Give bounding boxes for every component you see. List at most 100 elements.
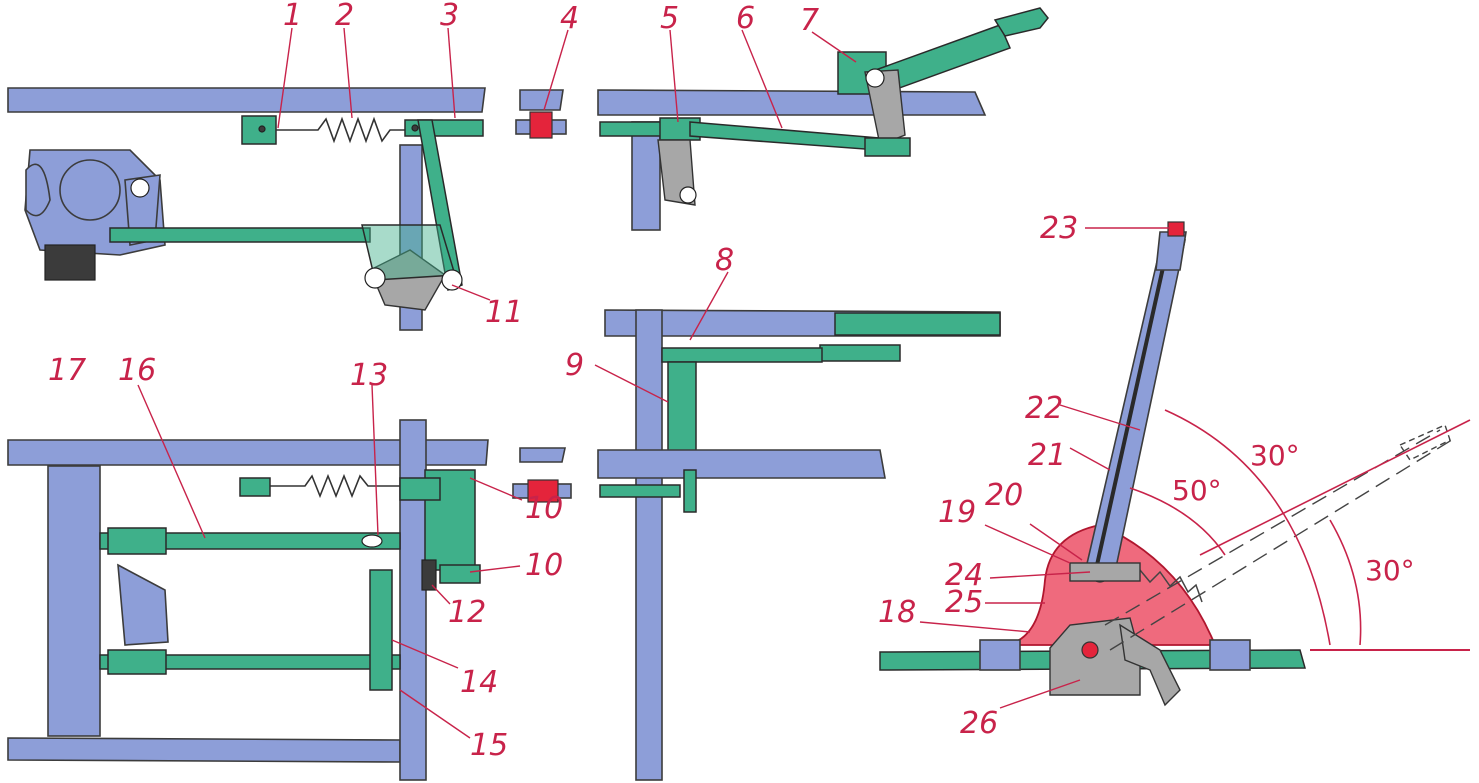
label-3: 3 <box>440 0 459 33</box>
label-11: 11 <box>485 295 523 330</box>
post-17 <box>47 465 101 737</box>
label-9: 9 <box>565 348 584 383</box>
housing-dome <box>25 163 51 217</box>
link-6 <box>689 121 881 151</box>
bottom-middle-view <box>597 309 1001 781</box>
rod-16-eye <box>361 534 383 548</box>
bracket-right <box>1209 639 1251 671</box>
label-20: 20 <box>985 478 1023 513</box>
leader-lines <box>137 27 1170 739</box>
label-24: 24 <box>945 558 983 593</box>
bracket-10-low <box>439 564 481 584</box>
red-block-4 <box>529 111 553 139</box>
bracket-10-tab <box>399 477 441 501</box>
frame-beam-top-right <box>597 89 987 116</box>
vertical-post-mid <box>635 309 663 781</box>
label-19: 19 <box>938 495 976 530</box>
angle-reference-line <box>1199 419 1471 556</box>
lever-arm-25 <box>1119 623 1181 707</box>
rod-9-horizontal <box>661 347 823 363</box>
lever-5-roller <box>679 186 697 204</box>
link-low-mid <box>599 484 681 498</box>
spring-10-end <box>239 477 271 497</box>
label-12: 12 <box>448 595 486 630</box>
frame-beam-top-left <box>7 87 486 113</box>
label-2: 2 <box>335 0 354 33</box>
housing-circle <box>59 159 121 221</box>
roller-bracket <box>369 249 446 311</box>
bracket-7 <box>864 137 911 157</box>
label-5: 5 <box>660 1 679 36</box>
label-23: 23 <box>1040 211 1078 246</box>
arc-30-upper <box>1164 409 1331 646</box>
frame-beam-bottom-top <box>7 439 489 466</box>
bracket-8 <box>834 312 1001 336</box>
label-6: 6 <box>736 1 755 36</box>
lever-14 <box>369 569 393 691</box>
latch-plate <box>1069 562 1141 582</box>
roller-right <box>441 269 463 291</box>
pivot-7 <box>865 68 885 88</box>
rod-16 <box>99 532 401 550</box>
label-10b: 10 <box>525 548 563 583</box>
rod-lower-end <box>107 649 167 675</box>
crank-hole <box>130 178 150 198</box>
bolt-1 <box>258 125 266 133</box>
roller-left <box>364 267 386 289</box>
element-4-top <box>515 89 567 139</box>
label-22: 22 <box>1025 391 1063 426</box>
angle-label-30-upper: 30° <box>1250 439 1300 472</box>
bracket-left <box>979 639 1021 671</box>
gear-lever-assembly <box>879 221 1471 707</box>
spring-10 <box>240 473 400 499</box>
arc-30-lower <box>1329 519 1362 646</box>
label-18: 18 <box>878 595 916 630</box>
pivot-3 <box>411 124 419 132</box>
top-right-view <box>597 7 1049 231</box>
angle-label-30-lower: 30° <box>1365 554 1415 587</box>
spring-2 <box>276 116 405 144</box>
sector-18 <box>1004 524 1217 646</box>
ghost-knob <box>1398 424 1451 461</box>
trapezoid-bracket <box>117 563 169 646</box>
vertical-post-top-right <box>631 121 661 231</box>
frame-beam-mid-low <box>597 449 886 479</box>
sector-teeth <box>1129 568 1203 603</box>
part-labels: 1 2 3 4 5 6 7 8 9 10 10 11 12 13 14 15 1… <box>48 0 1078 763</box>
element-4-bottom <box>512 447 572 503</box>
label-15: 15 <box>470 728 508 763</box>
label-16: 16 <box>118 353 156 388</box>
label-14: 14 <box>460 665 498 700</box>
bracket-12 <box>421 559 437 591</box>
bottom-left-view <box>7 419 489 781</box>
label-7: 7 <box>800 3 819 38</box>
frame-beam-bottom-low <box>7 737 401 763</box>
top-left-view <box>7 87 486 331</box>
post-center <box>399 419 427 781</box>
hub-pivot <box>1081 641 1099 659</box>
lever-knob-23 <box>1155 231 1187 271</box>
handle-7-arm <box>864 69 906 146</box>
knob-cap <box>1167 221 1185 237</box>
angle-label-50: 50° <box>1172 474 1222 507</box>
label-13: 13 <box>350 358 388 393</box>
label-8: 8 <box>715 243 734 278</box>
bracket-8-low <box>819 344 901 362</box>
rod-16-end <box>107 527 167 555</box>
red-block-bottom <box>527 479 559 503</box>
label-25: 25 <box>945 585 983 620</box>
bolt-9 <box>683 469 697 513</box>
label-21: 21 <box>1028 438 1066 473</box>
motor <box>44 244 96 281</box>
label-10a: 10 <box>525 491 563 526</box>
handle-7-knob <box>993 7 1049 37</box>
label-1: 1 <box>283 0 302 33</box>
lever-22 <box>1085 239 1186 573</box>
angle-labels: 30° 50° 30° <box>1172 439 1415 587</box>
lever-link <box>417 119 463 292</box>
label-26: 26 <box>960 706 998 741</box>
rod-lower <box>99 654 401 670</box>
label-4: 4 <box>560 1 579 36</box>
label-17: 17 <box>48 353 86 388</box>
